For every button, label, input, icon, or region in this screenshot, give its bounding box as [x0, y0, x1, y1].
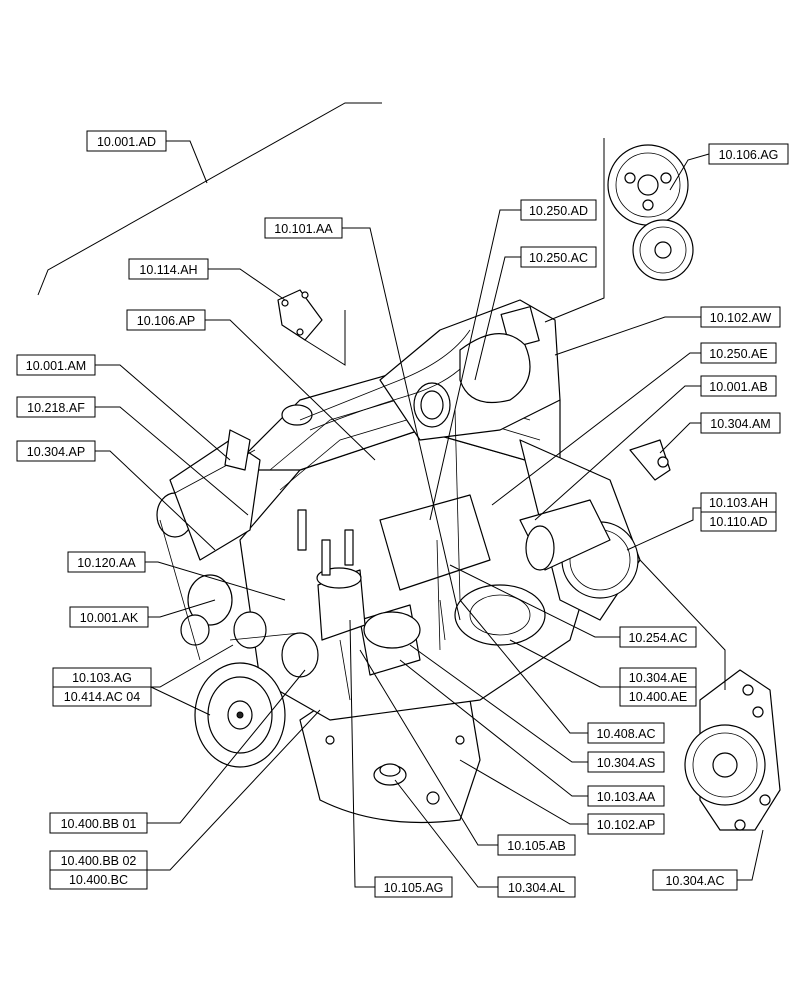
- label-10-304-ap: 10.304.AP: [16, 440, 96, 462]
- label-10-102-aw: 10.102.AW: [700, 306, 781, 328]
- label-10-114-ah: 10.114.AH: [128, 258, 209, 280]
- svg-text:10.110.AD: 10.110.AD: [709, 515, 767, 529]
- label-10-001-ab: 10.001.AB: [700, 375, 777, 397]
- svg-text:10.103.AG: 10.103.AG: [72, 671, 132, 685]
- label-10-218-af: 10.218.AF: [16, 396, 96, 418]
- svg-text:10.304.AC: 10.304.AC: [665, 874, 724, 888]
- svg-text:10.001.AB: 10.001.AB: [709, 380, 767, 394]
- label-10-250-ac: 10.250.AC: [520, 246, 597, 268]
- label-10-304-am: 10.304.AM: [700, 412, 781, 434]
- label-10-400-ae: 10.400.AE: [619, 686, 697, 707]
- svg-text:10.400.BC: 10.400.BC: [69, 873, 128, 887]
- svg-text:10.408.AC: 10.408.AC: [596, 727, 655, 741]
- svg-text:10.304.AS: 10.304.AS: [597, 756, 655, 770]
- svg-text:10.103.AH: 10.103.AH: [709, 496, 768, 510]
- plug-art: [629, 439, 671, 481]
- svg-text:10.218.AF: 10.218.AF: [27, 401, 85, 415]
- svg-text:10.106.AG: 10.106.AG: [719, 148, 779, 162]
- label-10-103-ah: 10.103.AH: [700, 492, 777, 513]
- svg-text:10.105.AG: 10.105.AG: [384, 881, 444, 895]
- svg-text:10.250.AD: 10.250.AD: [529, 204, 588, 218]
- timing-gear-pair-art: [607, 144, 694, 281]
- oil-pump-art: [684, 669, 781, 831]
- label-10-106-ag: 10.106.AG: [708, 143, 789, 165]
- label-10-001-ad: 10.001.AD: [86, 130, 167, 152]
- svg-text:10.001.AK: 10.001.AK: [80, 611, 139, 625]
- label-10-001-am: 10.001.AM: [16, 354, 96, 376]
- label-10-254-ac: 10.254.AC: [619, 626, 697, 648]
- label-10-110-ad: 10.110.AD: [700, 511, 777, 532]
- svg-text:10.106.AP: 10.106.AP: [137, 314, 195, 328]
- cover-plate-art: [277, 289, 323, 341]
- label-10-400-bc: 10.400.BC: [49, 869, 148, 890]
- label-10-304-ac: 10.304.AC: [652, 869, 738, 891]
- svg-text:10.001.AD: 10.001.AD: [97, 135, 156, 149]
- svg-text:10.304.AP: 10.304.AP: [27, 445, 85, 459]
- label-10-400-bb-02: 10.400.BB 02: [49, 850, 148, 871]
- svg-text:10.001.AM: 10.001.AM: [26, 359, 86, 373]
- label-10-400-bb-01: 10.400.BB 01: [49, 812, 148, 834]
- svg-text:10.102.AW: 10.102.AW: [710, 311, 772, 325]
- label-10-105-ab: 10.105.AB: [497, 834, 576, 856]
- label-10-304-al: 10.304.AL: [497, 876, 576, 898]
- label-10-250-ae: 10.250.AE: [700, 342, 777, 364]
- leader-lines: [37, 102, 764, 888]
- label-10-304-ae: 10.304.AE: [619, 667, 697, 688]
- label-10-304-as: 10.304.AS: [587, 751, 665, 773]
- svg-text:10.102.AP: 10.102.AP: [597, 818, 655, 832]
- svg-text:10.120.AA: 10.120.AA: [77, 556, 136, 570]
- label-10-250-ad: 10.250.AD: [520, 199, 597, 221]
- svg-text:10.250.AC: 10.250.AC: [529, 251, 588, 265]
- label-10-103-ag: 10.103.AG: [52, 667, 152, 688]
- svg-text:10.304.AL: 10.304.AL: [508, 881, 565, 895]
- svg-text:10.304.AM: 10.304.AM: [710, 417, 770, 431]
- label-10-103-aa: 10.103.AA: [587, 785, 665, 807]
- svg-text:10.414.AC 04: 10.414.AC 04: [64, 690, 140, 704]
- engine-block-art: [156, 299, 641, 824]
- svg-text:10.250.AE: 10.250.AE: [709, 347, 767, 361]
- label-10-105-ag: 10.105.AG: [374, 876, 453, 898]
- svg-text:10.400.BB 01: 10.400.BB 01: [61, 817, 137, 831]
- label-10-120-aa: 10.120.AA: [67, 551, 146, 573]
- label-10-408-ac: 10.408.AC: [587, 722, 665, 744]
- svg-text:10.304.AE: 10.304.AE: [629, 671, 687, 685]
- label-10-414-ac-04: 10.414.AC 04: [52, 686, 152, 707]
- svg-text:10.114.AH: 10.114.AH: [139, 263, 197, 277]
- svg-text:10.400.BB 02: 10.400.BB 02: [61, 854, 137, 868]
- svg-text:10.101.AA: 10.101.AA: [274, 222, 333, 236]
- svg-text:10.105.AB: 10.105.AB: [507, 839, 565, 853]
- svg-text:10.103.AA: 10.103.AA: [597, 790, 656, 804]
- svg-text:10.254.AC: 10.254.AC: [628, 631, 687, 645]
- label-10-102-ap: 10.102.AP: [587, 813, 665, 835]
- svg-text:10.400.AE: 10.400.AE: [629, 690, 687, 704]
- label-10-001-ak: 10.001.AK: [69, 606, 149, 628]
- label-10-101-aa: 10.101.AA: [264, 217, 343, 239]
- label-10-106-ap: 10.106.AP: [126, 309, 206, 331]
